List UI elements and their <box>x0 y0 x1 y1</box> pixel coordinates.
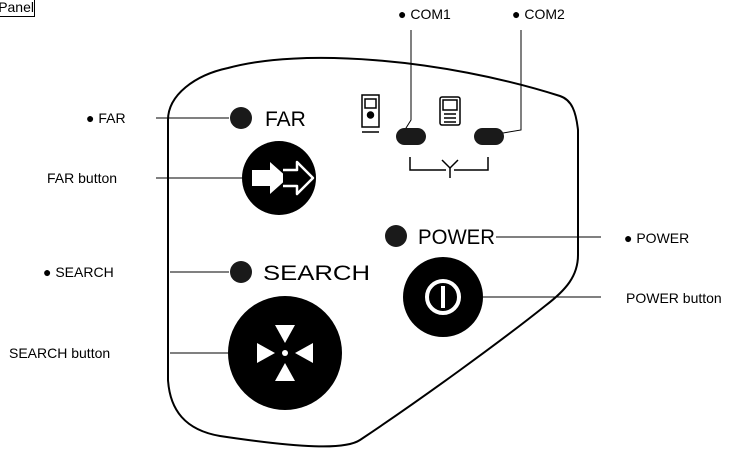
far-label: FAR <box>265 108 306 131</box>
com1-callout: ● COM1 <box>398 6 451 22</box>
search-callout: ● SEARCH <box>43 264 114 280</box>
total-station-icon <box>361 94 380 133</box>
search-button-callout: SEARCH button <box>9 345 110 361</box>
far-callout: ● FAR <box>86 110 126 126</box>
power-callout: ● POWER <box>624 230 689 246</box>
power-icon <box>425 279 461 315</box>
power-label: POWER <box>418 226 495 249</box>
com2-indicator <box>474 128 504 145</box>
panel-title: Panel <box>0 0 35 17</box>
com2-callout: ● COM2 <box>512 6 565 22</box>
antenna-icon <box>409 157 489 178</box>
four-triangle-target-icon <box>257 325 313 381</box>
search-label: SEARCH <box>263 262 370 285</box>
power-button-callout: POWER button <box>626 290 722 306</box>
com1-indicator <box>396 128 426 145</box>
com2-leader <box>496 30 522 135</box>
far-button-callout: FAR button <box>47 170 117 186</box>
far-indicator <box>230 107 252 129</box>
far-button[interactable] <box>242 141 316 215</box>
search-button[interactable] <box>228 296 342 410</box>
power-button[interactable] <box>403 257 483 337</box>
double-arrow-right-icon <box>252 160 315 196</box>
data-controller-icon <box>439 96 461 126</box>
power-indicator <box>385 225 407 247</box>
search-indicator <box>230 261 252 283</box>
